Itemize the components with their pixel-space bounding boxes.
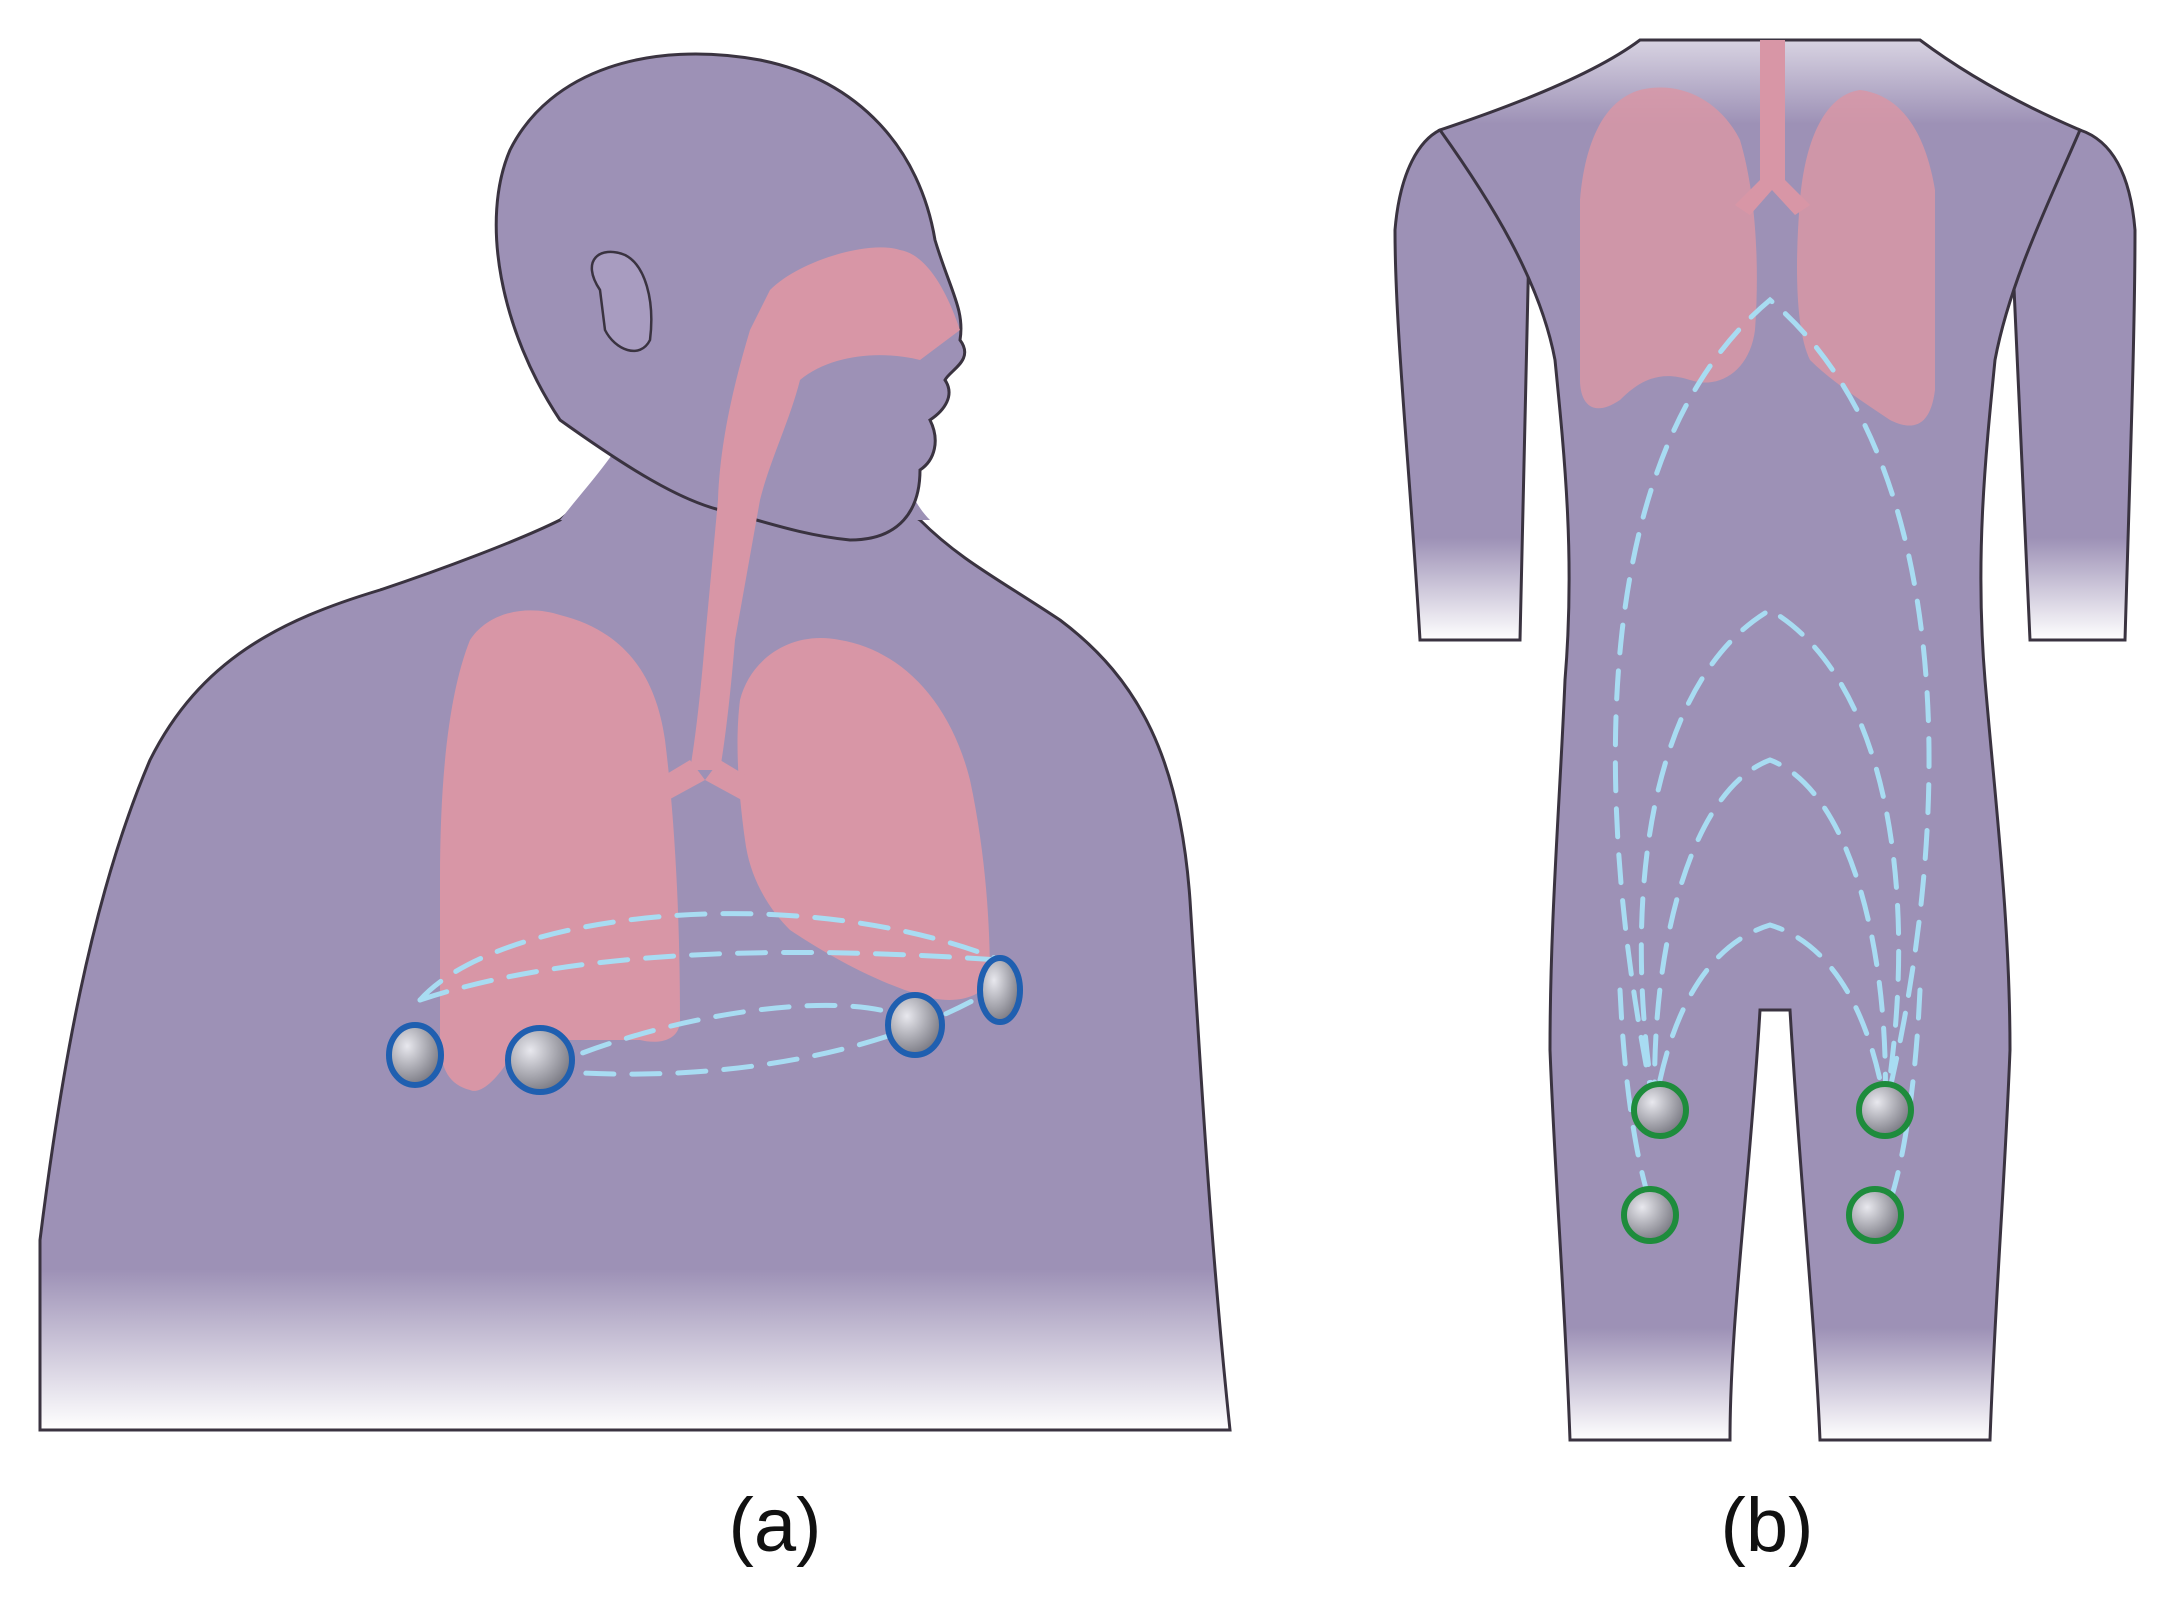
- panel-a-front-view: [38, 52, 1232, 1432]
- electrode-back-2: [1856, 1081, 1914, 1139]
- lung-back-left: [1580, 87, 1757, 409]
- airway-trachea: [690, 247, 960, 771]
- current-paths-front: [417, 911, 1003, 1077]
- trachea-back: [1735, 40, 1810, 215]
- head: [494, 52, 967, 542]
- bronchi: [640, 760, 770, 810]
- electrode-front-1: [386, 1022, 444, 1088]
- panel-b-caption: (b): [1720, 1483, 1814, 1568]
- lung-right: [737, 638, 990, 1000]
- panel-a-caption: (a): [728, 1483, 822, 1568]
- panel-b-back-view: [1393, 38, 2137, 1442]
- electrode-back-3: [1621, 1186, 1679, 1244]
- arm-left: [1393, 128, 1532, 642]
- torso-back-silhouette: [1437, 38, 2082, 1442]
- electrode-front-2: [505, 1025, 575, 1095]
- electrode-front-3: [885, 992, 945, 1058]
- electrode-front-4: [977, 955, 1023, 1025]
- arm-right: [2008, 128, 2137, 642]
- lung-left: [440, 610, 680, 1091]
- ear: [590, 250, 653, 352]
- electrodes-back: [1621, 1081, 1914, 1244]
- electrode-back-1: [1631, 1081, 1689, 1139]
- electrode-back-4: [1846, 1186, 1904, 1244]
- lung-back-right: [1797, 90, 1935, 426]
- electrodes-front: [386, 955, 1023, 1095]
